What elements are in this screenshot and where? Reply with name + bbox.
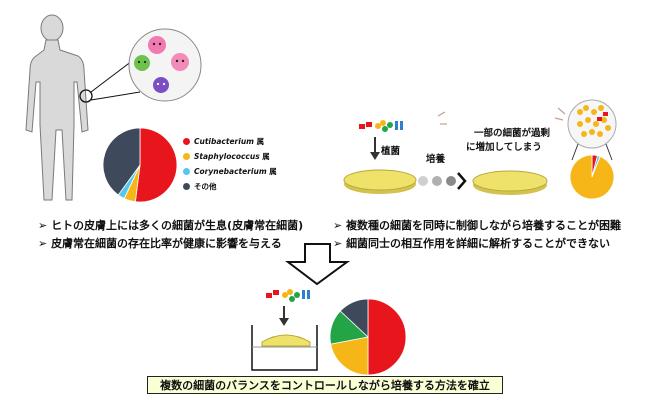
bullet-left-1: ➢ ヒトの皮膚上には多くの細菌が生息(皮膚常在細菌) xyxy=(38,219,304,232)
time-dot-3 xyxy=(446,176,456,186)
zoom-line-bottom xyxy=(90,91,141,101)
legend-suffix: 属 xyxy=(259,152,270,161)
bullet-arrow-icon: ➢ xyxy=(38,219,48,232)
pie-slice-dark xyxy=(339,298,369,338)
bottom-bacteria-cluster xyxy=(266,289,310,302)
legend-dot-icon xyxy=(183,168,190,175)
time-dot-1 xyxy=(418,176,428,186)
legend-label: Cutibacterium xyxy=(194,137,254,146)
culture-label: 培養 xyxy=(426,154,446,165)
legend-item: Corynebacterium 属 xyxy=(183,166,277,177)
balanced-pie xyxy=(329,298,407,376)
pie-slice-yellow xyxy=(330,336,369,376)
pie-slice-other xyxy=(102,127,141,196)
pie-slice-red xyxy=(367,298,407,376)
legend-label: Corynebacterium xyxy=(194,167,267,176)
petri-dish-cultured xyxy=(472,170,548,195)
time-dot-2 xyxy=(432,176,442,186)
bacteria-pink-1 xyxy=(148,36,166,54)
legend-label: Staphylococcus xyxy=(194,152,260,161)
zoom-line-r1 xyxy=(571,143,579,161)
legend-dot-icon xyxy=(183,183,190,190)
pie-slice-yellow xyxy=(569,154,615,200)
conclusion-box: 複数の細菌のバランスをコントロールしながら培養する方法を確立 xyxy=(147,376,503,394)
legend-item: その他 xyxy=(183,181,217,192)
overgrowth-text-2: に増加してしまう xyxy=(466,142,542,153)
zoom-line-r2 xyxy=(605,143,613,161)
bullet-arrow-icon: ➢ xyxy=(333,219,343,232)
legend-item: Staphylococcus 属 xyxy=(183,151,270,162)
culture-arrow xyxy=(457,172,467,190)
zoom-spot xyxy=(79,89,93,103)
legend-suffix: 属 xyxy=(253,137,265,146)
legend-dot-icon xyxy=(183,138,190,145)
overgrowth-zoom xyxy=(567,99,617,149)
bacteria-green xyxy=(134,55,150,71)
overgrowth-text-1: 一部の細菌が過剰 xyxy=(474,128,551,139)
human-silhouette xyxy=(25,14,89,201)
bullet-right-2: ➢ 細菌同士の相互作用を詳細に解析することができない xyxy=(333,237,611,250)
bullet-left-2: ➢ 皮膚常在細菌の存在比率が健康に影響を与える xyxy=(38,237,282,250)
culture-vessel xyxy=(251,325,318,371)
pie-slice-cutibacterium xyxy=(134,127,178,203)
bullet-arrow-icon: ➢ xyxy=(333,237,343,250)
bacteria-pink-2 xyxy=(171,53,189,71)
inoculate-label: 植菌 xyxy=(381,146,401,157)
overgrowth-pie xyxy=(569,154,615,200)
legend-item: Cutibacterium 属 xyxy=(183,136,264,147)
skin-microbiome-pie xyxy=(102,127,178,203)
zoom-circle xyxy=(128,28,202,102)
bullet-right-1: ➢ 複数種の細菌を同時に制御しながら培養することが困難 xyxy=(333,219,622,232)
mixed-bacteria-cluster xyxy=(359,120,403,132)
petri-dish-initial xyxy=(343,169,417,194)
bacteria-purple xyxy=(153,77,169,93)
legend-label: その他 xyxy=(194,182,217,191)
down-arrow xyxy=(285,243,351,286)
spark-marks xyxy=(437,107,566,125)
legend-dot-icon xyxy=(183,153,190,160)
zoom-line-top xyxy=(90,57,137,93)
legend-suffix: 属 xyxy=(266,167,277,176)
overgrown-bacteria xyxy=(577,105,611,137)
bullet-arrow-icon: ➢ xyxy=(38,237,48,250)
